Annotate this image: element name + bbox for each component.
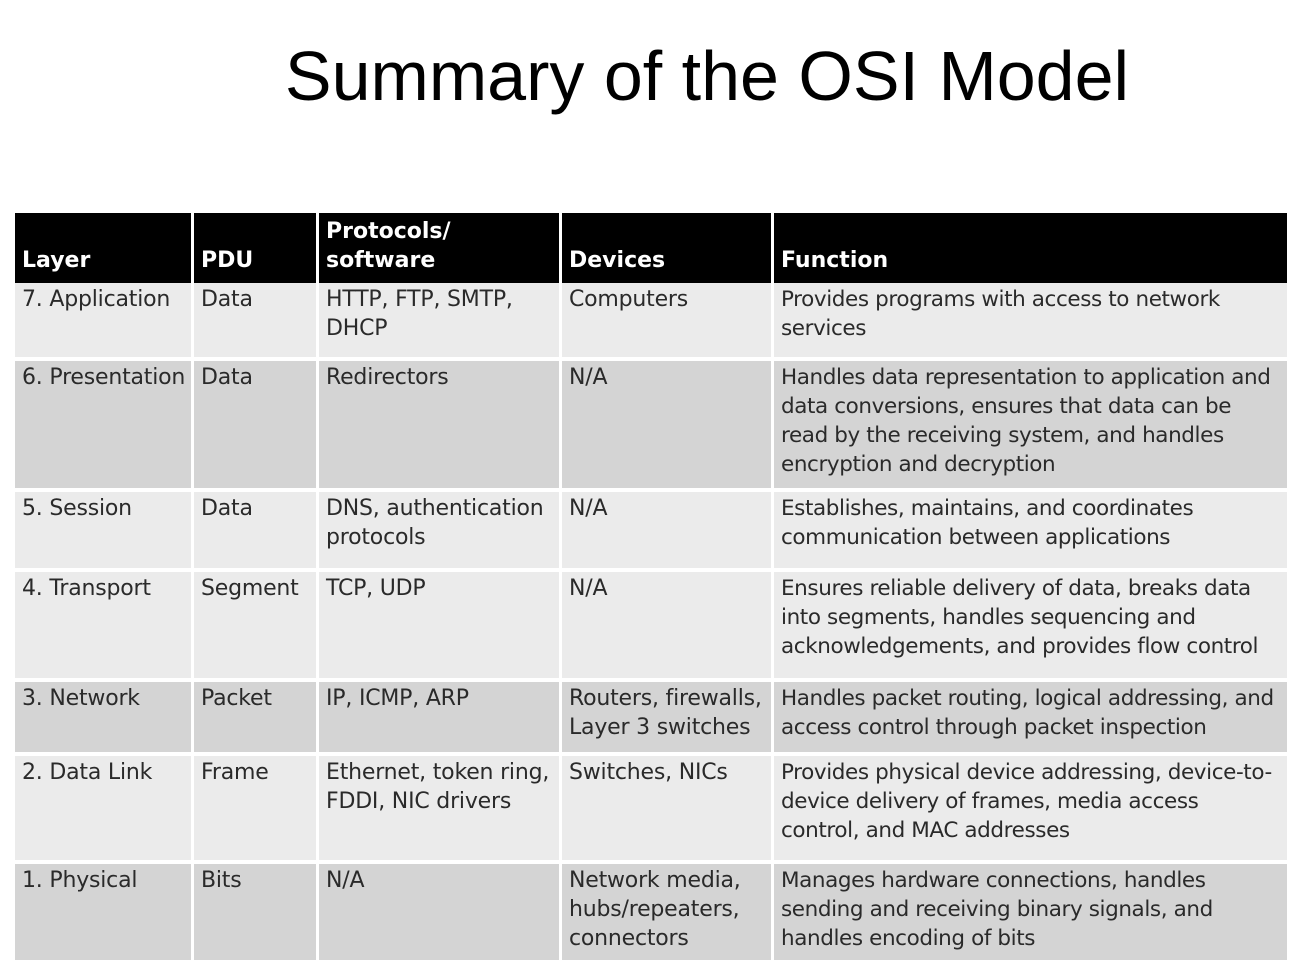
cell-protocols: IP, ICMP, ARP — [319, 682, 562, 756]
cell-protocols: Redirectors — [319, 361, 562, 492]
cell-devices: N/A — [562, 572, 774, 682]
cell-function: Handles data representation to applicati… — [774, 361, 1287, 492]
cell-layer: 2. Data Link — [15, 756, 194, 864]
cell-pdu: Segment — [194, 572, 319, 682]
table-row: 1. Physical Bits N/A Network media, hubs… — [15, 864, 1287, 964]
table-row: 4. Transport Segment TCP, UDP N/A Ensure… — [15, 572, 1287, 682]
osi-summary-table: Layer PDU Protocols/software Devices Fun… — [15, 213, 1287, 964]
cell-devices: N/A — [562, 492, 774, 572]
table-row: 2. Data Link Frame Ethernet, token ring,… — [15, 756, 1287, 864]
cell-layer: 7. Application — [15, 283, 194, 361]
header-protocols-line1: Protocols/ — [326, 219, 451, 244]
header-pdu: PDU — [194, 213, 319, 283]
cell-layer: 4. Transport — [15, 572, 194, 682]
header-function: Function — [774, 213, 1287, 283]
header-protocols: Protocols/software — [319, 213, 562, 283]
header-layer: Layer — [15, 213, 194, 283]
header-protocols-line2: software — [326, 248, 436, 273]
cell-layer: 6. Presentation — [15, 361, 194, 492]
cell-layer: 1. Physical — [15, 864, 194, 964]
page-title: Summary of the OSI Model — [284, 37, 1130, 115]
cell-devices: Network media, hubs/repeaters, connector… — [562, 864, 774, 964]
cell-function: Ensures reliable delivery of data, break… — [774, 572, 1287, 682]
cell-protocols: DNS, authentication protocols — [319, 492, 562, 572]
cell-protocols: TCP, UDP — [319, 572, 562, 682]
cell-function: Establishes, maintains, and coordinates … — [774, 492, 1287, 572]
table-row: 5. Session Data DNS, authentication prot… — [15, 492, 1287, 572]
cell-protocols: N/A — [319, 864, 562, 964]
cell-function: Manages hardware connections, handles se… — [774, 864, 1287, 964]
header-devices: Devices — [562, 213, 774, 283]
cell-pdu: Data — [194, 361, 319, 492]
cell-function: Handles packet routing, logical addressi… — [774, 682, 1287, 756]
cell-devices: N/A — [562, 361, 774, 492]
table-row: 3. Network Packet IP, ICMP, ARP Routers,… — [15, 682, 1287, 756]
cell-pdu: Data — [194, 492, 319, 572]
cell-protocols: HTTP, FTP, SMTP, DHCP — [319, 283, 562, 361]
cell-devices: Computers — [562, 283, 774, 361]
cell-function: Provides physical device addressing, dev… — [774, 756, 1287, 864]
cell-pdu: Packet — [194, 682, 319, 756]
cell-protocols: Ethernet, token ring, FDDI, NIC drivers — [319, 756, 562, 864]
cell-pdu: Frame — [194, 756, 319, 864]
cell-devices: Routers, firewalls, Layer 3 switches — [562, 682, 774, 756]
table-row: 7. Application Data HTTP, FTP, SMTP, DHC… — [15, 283, 1287, 361]
table-header-row: Layer PDU Protocols/software Devices Fun… — [15, 213, 1287, 283]
cell-devices: Switches, NICs — [562, 756, 774, 864]
table-row: 6. Presentation Data Redirectors N/A Han… — [15, 361, 1287, 492]
cell-layer: 5. Session — [15, 492, 194, 572]
cell-pdu: Data — [194, 283, 319, 361]
cell-pdu: Bits — [194, 864, 319, 964]
cell-function: Provides programs with access to network… — [774, 283, 1287, 361]
cell-layer: 3. Network — [15, 682, 194, 756]
